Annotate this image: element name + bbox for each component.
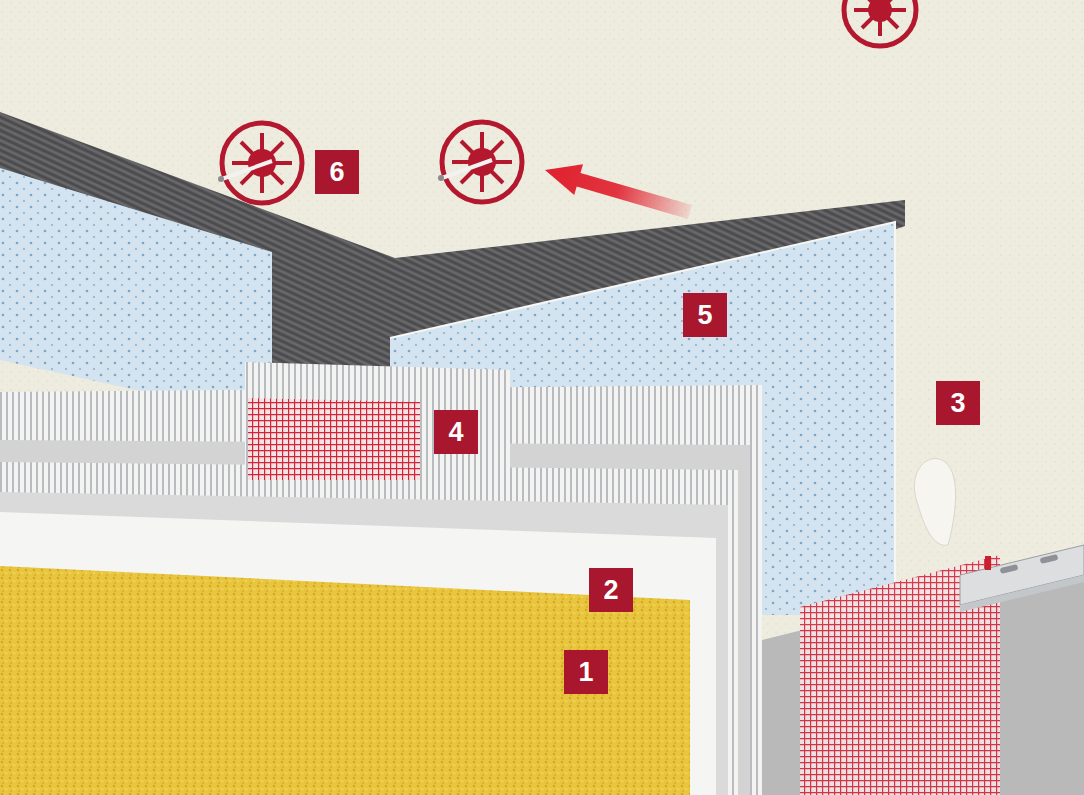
base-coat [0, 492, 728, 795]
base-coat [0, 440, 750, 795]
reinforcing-mesh [0, 385, 762, 795]
callout-badge: 4 [434, 410, 478, 454]
callout-number: 6 [329, 159, 344, 186]
reinforcing-mesh [0, 462, 738, 795]
callout-number: 3 [950, 390, 965, 417]
primer-layer [0, 512, 716, 795]
callout-badge: 3 [936, 381, 980, 425]
callout-number: 1 [578, 659, 593, 686]
base-profile [960, 545, 1084, 612]
direction-arrow [545, 164, 692, 219]
callout-badge: 6 [315, 150, 359, 194]
callout-badge: 5 [683, 293, 727, 337]
callout-badge: 1 [564, 650, 608, 694]
callout-number: 5 [697, 302, 712, 329]
finish-render [0, 566, 690, 795]
callout-badge: 2 [589, 568, 633, 612]
insulation-dowel [218, 123, 302, 203]
reinforcing-mesh [245, 362, 510, 480]
insulation-dowel [844, 0, 916, 46]
mesh-patch [248, 398, 420, 480]
callout-number: 2 [603, 577, 618, 604]
insulation-dowel [438, 122, 522, 202]
foam-filler [914, 459, 955, 546]
callout-number: 4 [448, 419, 463, 446]
insulation-board [0, 168, 272, 420]
